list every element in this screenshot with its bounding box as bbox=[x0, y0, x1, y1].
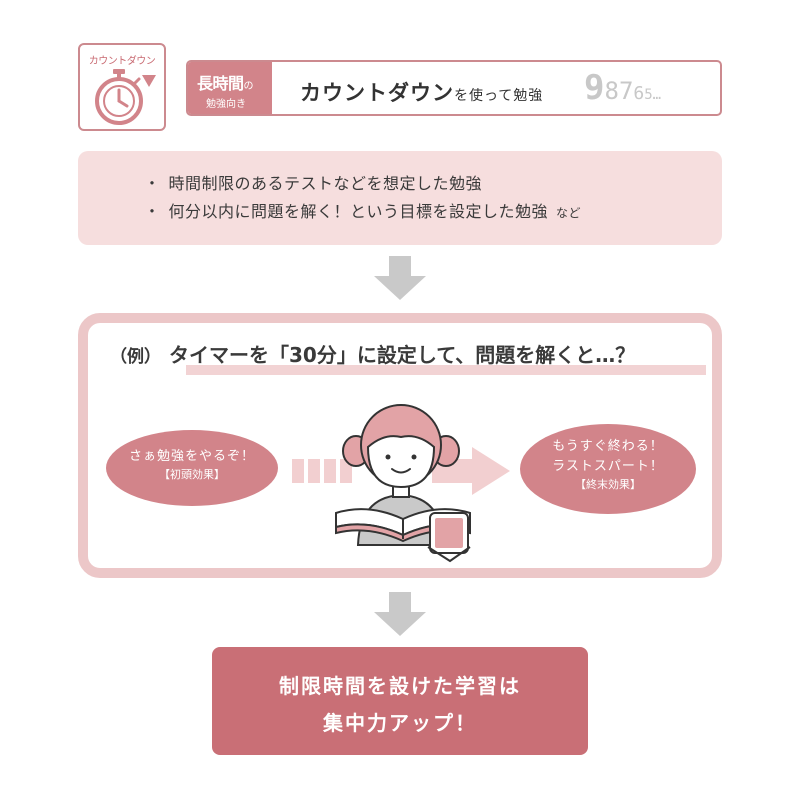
stopwatch-icon bbox=[95, 69, 156, 125]
digit-ellipsis: … bbox=[652, 87, 662, 103]
digit-7: 7 bbox=[618, 77, 634, 105]
digit-8: 8 bbox=[604, 77, 619, 105]
info-item: ・時間制限のあるテストなどを想定した勉強 bbox=[144, 170, 581, 198]
icon-box-label: カウントダウン bbox=[88, 56, 156, 67]
tablet-stand-icon bbox=[427, 512, 471, 563]
recency-effect-bubble: もうすぐ終わる！ ラストスパート！ 【終末効果】 bbox=[520, 424, 696, 514]
title-tail-text: を使って勉強 bbox=[454, 88, 544, 104]
title-bar: 長時間の 勉強向き カウントダウンを使って勉強 98765… bbox=[186, 60, 722, 116]
info-list: ・時間制限のあるテストなどを想定した勉強 ・何分以内に問題を解く！という目標を設… bbox=[144, 170, 581, 227]
tag-line1-text: 長時間 bbox=[197, 74, 244, 93]
tag-line1: 長時間の bbox=[197, 70, 253, 94]
bubble-right-line3: 【終末効果】 bbox=[575, 478, 641, 491]
title-main-text: カウントダウン bbox=[300, 81, 454, 105]
digit-5: 5 bbox=[644, 87, 653, 103]
result-box: 制限時間を設けた学習は 集中力アップ！ bbox=[212, 647, 588, 755]
info-suffix: など bbox=[556, 206, 582, 220]
down-arrow-icon bbox=[374, 256, 426, 300]
result-line1: 制限時間を設けた学習は bbox=[279, 674, 521, 698]
primacy-effect-bubble: さぁ勉強をやるぞ！ 【初頭効果】 bbox=[106, 430, 278, 506]
tag-line2: 勉強向き bbox=[206, 99, 246, 110]
countdown-icon-box: カウントダウン bbox=[78, 43, 166, 131]
title-tag: 長時間の 勉強向き bbox=[188, 62, 272, 114]
title-underline bbox=[186, 365, 706, 375]
example-box: （例） タイマーを「30分」に設定して、問題を解くと…？ さぁ勉強をやるぞ！ 【初… bbox=[78, 313, 722, 578]
down-triangle-icon bbox=[142, 75, 156, 87]
info-item: ・何分以内に問題を解く！という目標を設定した勉強など bbox=[144, 198, 581, 227]
result-line2: 集中力アップ！ bbox=[323, 711, 477, 735]
example-title-text: タイマーを「30分」に設定して、問題を解くと…？ bbox=[169, 343, 636, 367]
info-item-text: 時間制限のあるテストなどを想定した勉強 bbox=[168, 174, 483, 193]
tag-line1-suffix: の bbox=[243, 81, 254, 92]
down-arrow-icon bbox=[374, 592, 426, 636]
bubble-left-line2: 【初頭効果】 bbox=[159, 468, 225, 481]
countdown-digits: 98765… bbox=[584, 68, 661, 108]
example-title: （例） タイマーを「30分」に設定して、問題を解くと…？ bbox=[110, 339, 635, 368]
example-prefix: （例） bbox=[110, 347, 161, 367]
info-box: ・時間制限のあるテストなどを想定した勉強 ・何分以内に問題を解く！という目標を設… bbox=[78, 151, 722, 245]
bubble-right-line2: ラストスパート！ bbox=[552, 459, 664, 474]
page-title: カウントダウンを使って勉強 bbox=[300, 77, 543, 107]
bullet: ・ bbox=[144, 202, 161, 221]
bubble-left-line1: さぁ勉強をやるぞ！ bbox=[128, 449, 255, 464]
digit-9: 9 bbox=[584, 68, 605, 108]
info-item-text: 何分以内に問題を解く！という目標を設定した勉強 bbox=[168, 202, 549, 221]
bullet: ・ bbox=[144, 174, 161, 193]
bubble-right-line1: もうすぐ終わる！ bbox=[552, 439, 664, 454]
digit-6: 6 bbox=[633, 83, 645, 104]
